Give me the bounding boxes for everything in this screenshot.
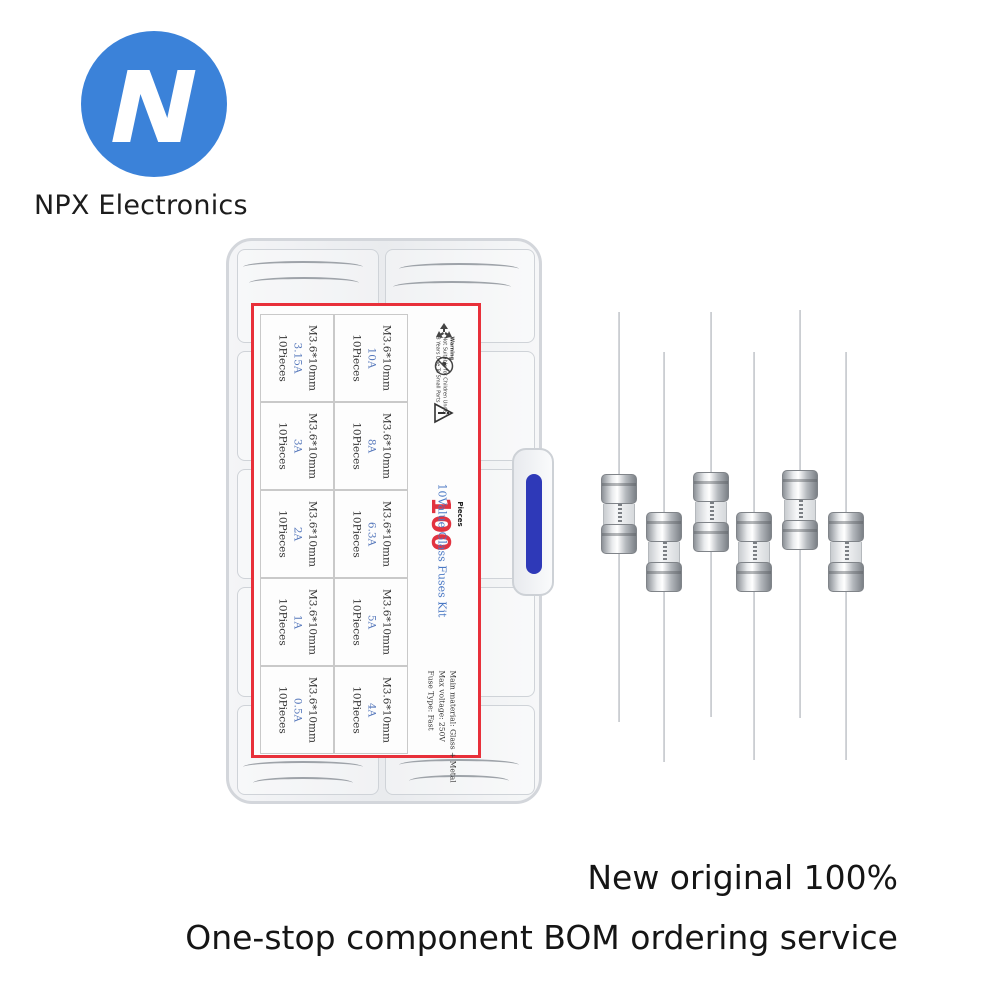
small-parts-warning-icon [434,356,454,376]
npx-logo-icon [81,31,227,177]
pieces-word: Pieces [456,501,464,527]
brand-name: NPX Electronics [34,190,248,221]
recycle-icon [436,323,452,338]
warning-triangle-icon [434,402,454,424]
kit-title: 10Value Glass Fuses Kit [435,483,449,618]
kit-specs: Main material: Glass + Metal Max voltage… [426,670,458,783]
tagline-original: New original 100% [587,858,898,897]
box-latch [512,448,554,596]
warning-text: Warning Not Suitable for Children Under … [434,336,455,415]
tagline-bom-service: One-stop component BOM ordering service [185,918,898,957]
label-side-info: Warning Not Suitable for Children Under … [412,314,474,783]
